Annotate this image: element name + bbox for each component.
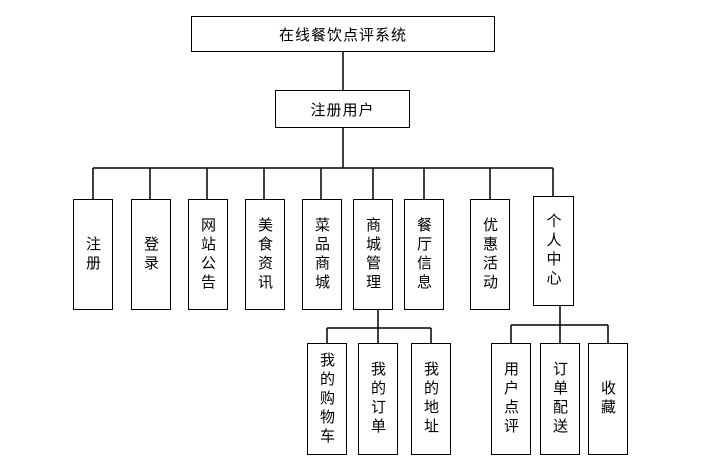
mall-child-orders-label: 我的订单 xyxy=(369,361,387,437)
root-label: 在线餐饮点评系统 xyxy=(278,25,407,44)
module-restaurant-info: 餐厅信息 xyxy=(404,199,444,310)
module-register-label: 注册 xyxy=(84,235,102,274)
module-personal-center-label: 个人中心 xyxy=(544,213,563,289)
module-notice-label: 网站公告 xyxy=(199,216,217,293)
mall-child-address: 我的地址 xyxy=(411,343,451,455)
module-notice: 网站公告 xyxy=(188,199,228,310)
module-promotions-label: 优惠活动 xyxy=(481,216,499,293)
module-food-news: 美食资讯 xyxy=(245,199,285,310)
mall-child-orders: 我的订单 xyxy=(358,343,398,455)
user-node: 注册用户 xyxy=(275,90,410,128)
personal-child-reviews-label: 用户点评 xyxy=(502,361,520,437)
mall-child-cart-label: 我的购物车 xyxy=(318,351,336,447)
personal-child-reviews: 用户点评 xyxy=(491,343,531,455)
module-food-news-label: 美食资讯 xyxy=(256,216,274,293)
root-node: 在线餐饮点评系统 xyxy=(191,16,495,52)
user-label: 注册用户 xyxy=(310,100,375,119)
personal-child-favorites: 收藏 xyxy=(588,343,628,455)
module-login: 登录 xyxy=(131,199,171,310)
module-login-label: 登录 xyxy=(142,235,160,274)
module-mall-manage: 商城管理 xyxy=(353,199,393,310)
module-register: 注册 xyxy=(73,199,113,310)
mall-child-cart: 我的购物车 xyxy=(307,343,347,455)
module-dish-mall: 菜品商城 xyxy=(302,199,342,310)
personal-child-delivery: 订单配送 xyxy=(540,343,580,455)
mall-child-address-label: 我的地址 xyxy=(422,361,440,437)
module-restaurant-info-label: 餐厅信息 xyxy=(415,216,433,293)
module-dish-mall-label: 菜品商城 xyxy=(313,216,331,293)
personal-child-delivery-label: 订单配送 xyxy=(551,361,569,437)
personal-child-favorites-label: 收藏 xyxy=(599,380,617,418)
module-mall-manage-label: 商城管理 xyxy=(364,216,382,293)
module-promotions: 优惠活动 xyxy=(470,199,510,310)
module-personal-center: 个人中心 xyxy=(533,196,574,306)
